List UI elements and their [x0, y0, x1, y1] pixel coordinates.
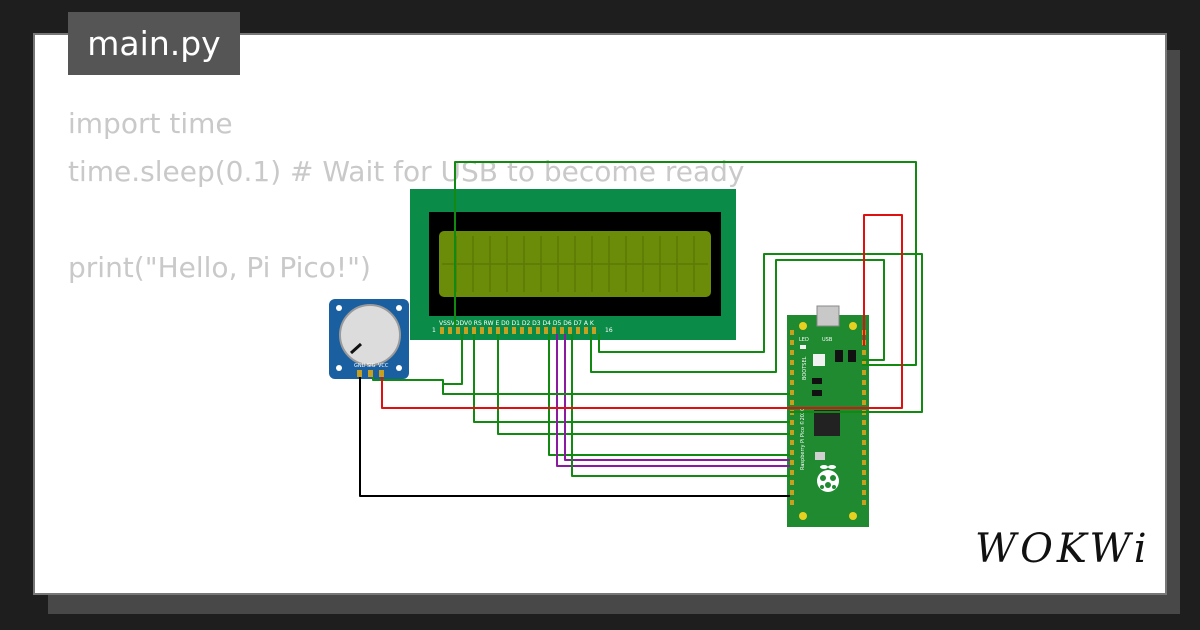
wire-lcd-vss-loop	[454, 161, 917, 366]
wire-lcd-a	[590, 259, 885, 373]
code-line: print("Hello, Pi Pico!")	[68, 251, 371, 284]
potentiometer[interactable]: GND SIG VCC	[329, 299, 409, 379]
wire-lcd-e	[497, 334, 790, 435]
wire-pot-gnd	[359, 377, 790, 497]
wire-lcd-k	[598, 253, 923, 413]
code-line: import time	[68, 107, 233, 140]
pot-pin-label-gnd: GND	[354, 363, 366, 369]
wire-lcd-d7	[571, 334, 790, 477]
raspberry-logo-icon	[817, 465, 839, 492]
knob-indicator	[349, 342, 363, 355]
pot-pin-label-sig: SIG	[367, 363, 376, 369]
wire-pico-3v3	[442, 384, 790, 395]
led-label: LED	[799, 337, 809, 343]
led	[800, 345, 806, 349]
code-line: time.sleep(0.1) # Wait for USB to become…	[68, 155, 745, 188]
wire-pot-sig-v0	[372, 377, 444, 384]
usb-label: USB	[822, 337, 833, 343]
lcd-pin-last: 16	[605, 327, 613, 334]
wokwi-logo[interactable]: WOKWi	[975, 526, 1150, 576]
lcd-pin-first: 1	[432, 327, 436, 334]
lcd-character-grid	[442, 236, 708, 292]
code-preview: import time time.sleep(0.1) # Wait for U…	[68, 100, 744, 292]
wire-lcd-d5	[556, 334, 790, 467]
lcd-pin-header	[440, 327, 596, 334]
bootsel-label: BOOTSEL	[802, 356, 808, 380]
wire-lcd-d4	[548, 334, 790, 456]
bootsel-button[interactable]	[813, 354, 825, 366]
usb-connector	[816, 305, 840, 327]
raspberry-pi-pico[interactable]: USB LED BOOTSEL Raspberry Pi Pico ©2020	[787, 305, 869, 527]
lcd-display[interactable]: VSSVDDV0 RS RW E D0 D1 D2 D3 D4 D5 D6 D7…	[410, 189, 736, 340]
lcd-pin-labels: VSSVDDV0 RS RW E D0 D1 D2 D3 D4 D5 D6 D7…	[439, 320, 595, 327]
potentiometer-knob[interactable]	[339, 304, 401, 366]
pico-left-pins	[790, 330, 794, 505]
file-tab[interactable]: main.py	[68, 12, 240, 75]
wokwi-logo-text: WOKWi	[975, 526, 1151, 572]
wire-pot-vcc	[381, 214, 903, 409]
rp2040-chip	[814, 410, 840, 436]
mounting-holes	[799, 322, 857, 520]
pot-pin-label-vcc: VCC	[378, 363, 389, 369]
wire-lcd-vdd	[443, 334, 463, 385]
wire-lcd-d6	[564, 334, 790, 461]
wire-lcd-rs	[473, 334, 790, 423]
pico-board-label: Raspberry Pi Pico ©2020	[799, 408, 806, 470]
